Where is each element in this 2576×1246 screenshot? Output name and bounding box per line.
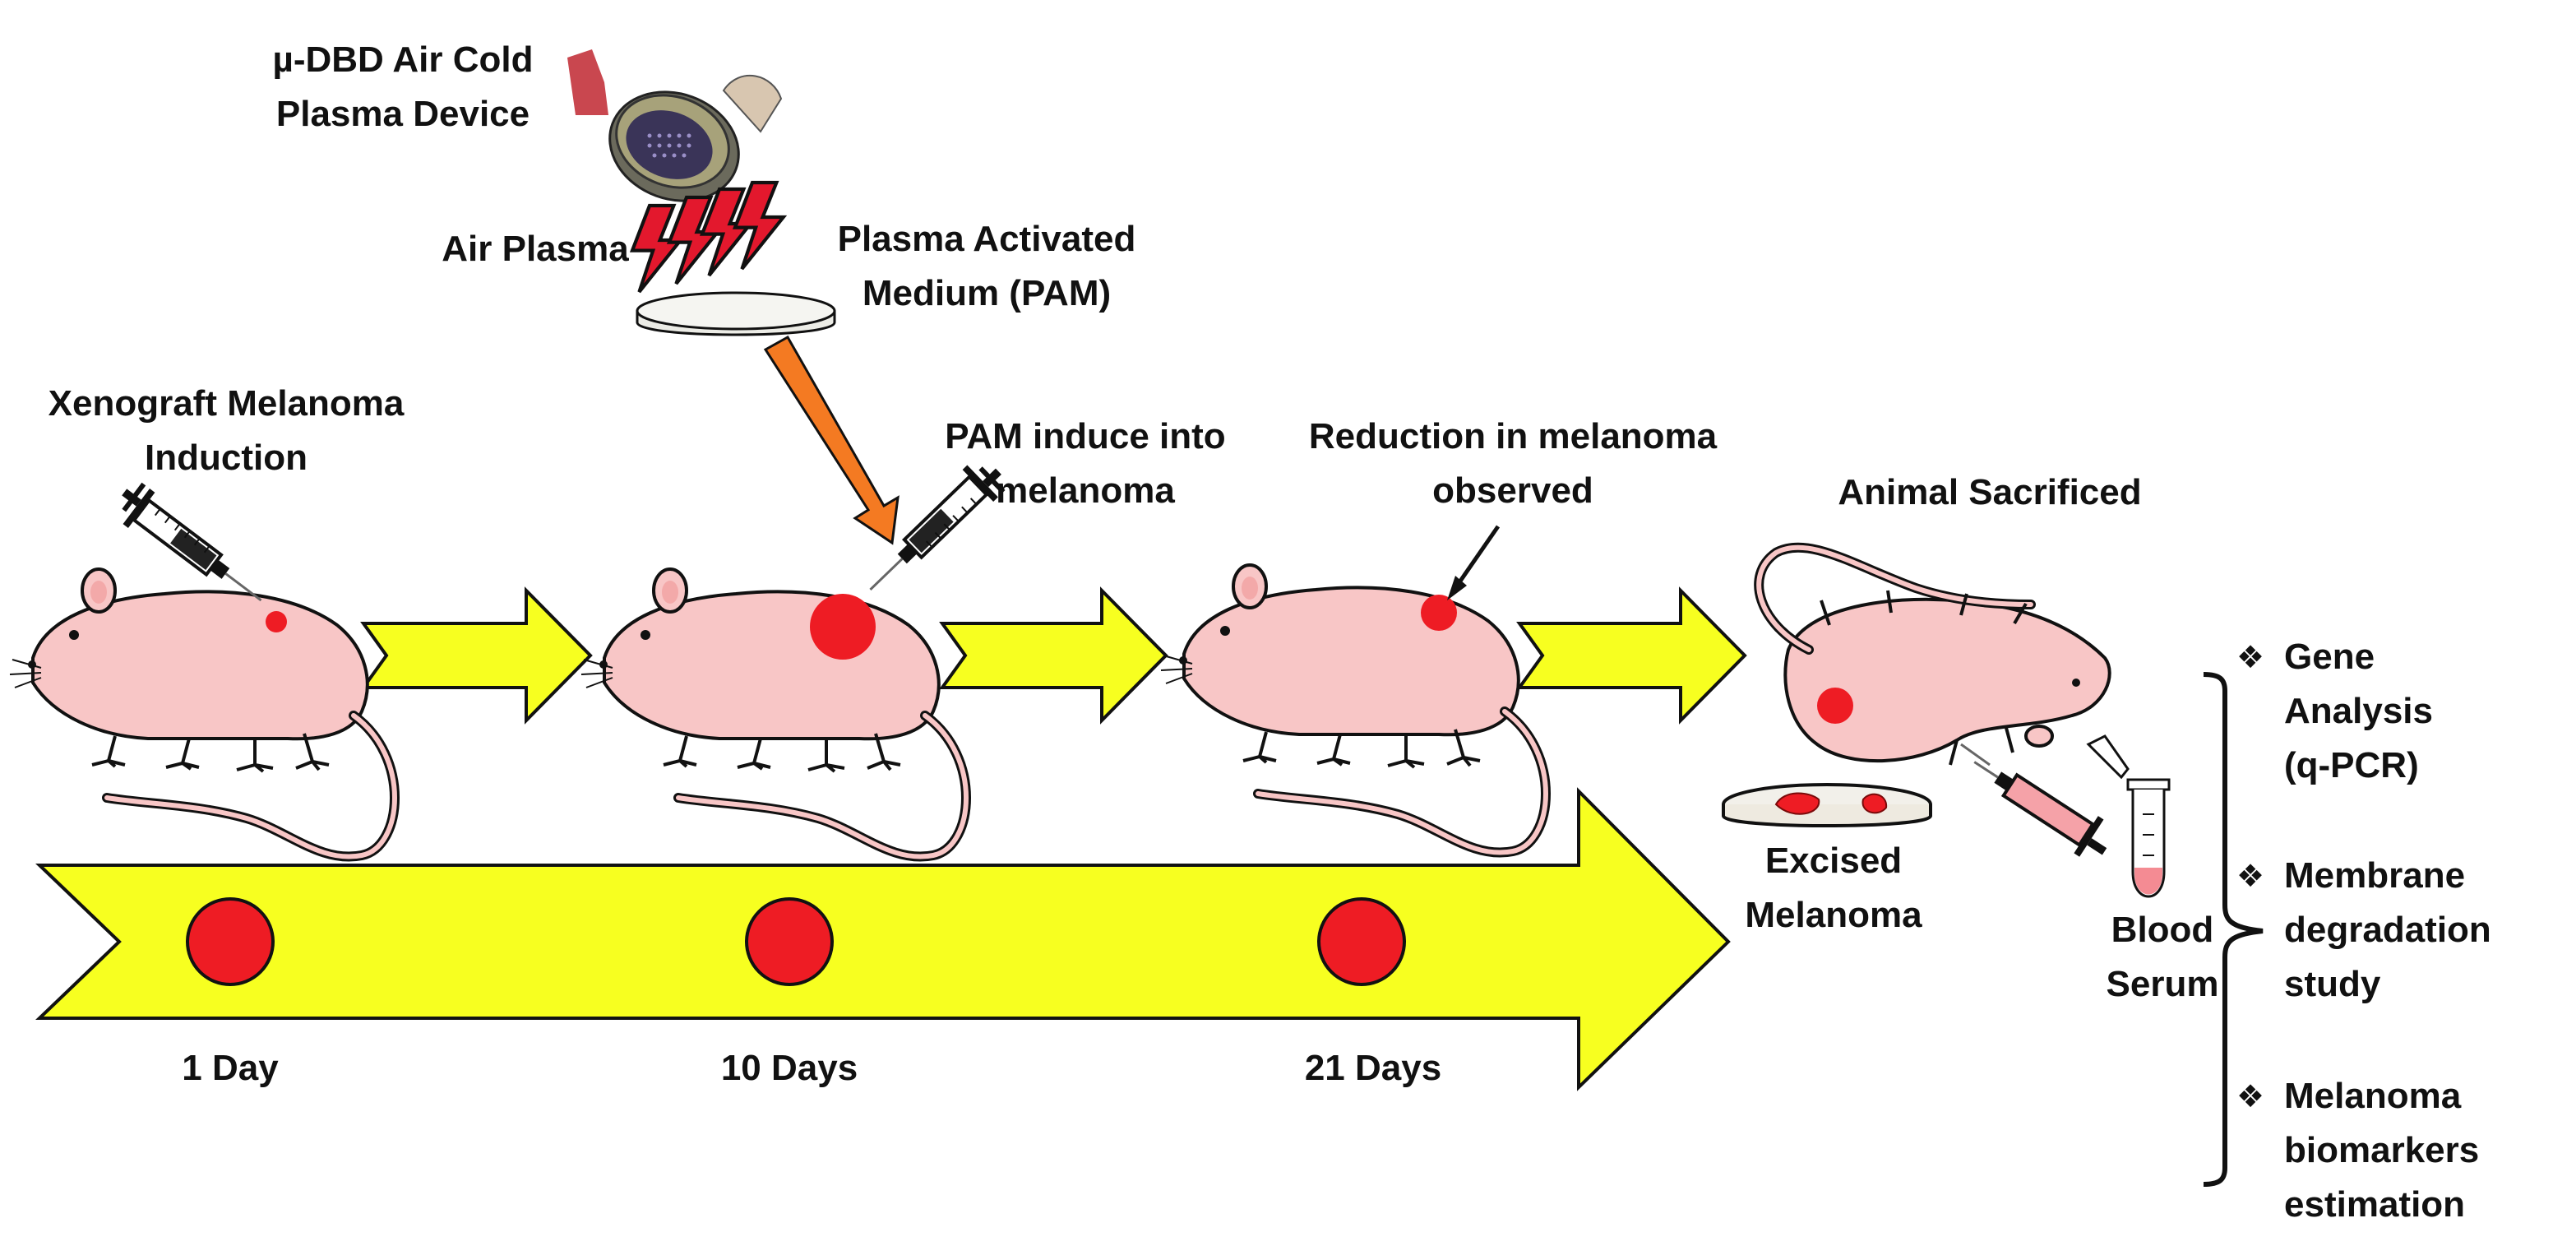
- timeline-label-2: 10 Days: [720, 1048, 858, 1088]
- step-sacrificed-label: Animal Sacrificed: [1788, 466, 2191, 520]
- analysis-gene-line-2: Analysis: [2284, 691, 2433, 731]
- device-label-line-1: µ-DBD Air Cold: [272, 39, 534, 80]
- device-label-line-2: Plasma Device: [275, 94, 530, 134]
- analysis-membrane-line-2: degradation: [2284, 910, 2491, 950]
- step-induction-line-2: Induction: [145, 438, 308, 478]
- timeline-dot-3: [1317, 897, 1406, 986]
- plasma-device-icon: [567, 49, 783, 202]
- reduction-pointer: [1451, 525, 1501, 592]
- timeline-label-3: 21 Days: [1304, 1048, 1442, 1088]
- mouse-sacrificed: [1754, 542, 2111, 766]
- step-reduction-label: Reduction in melanoma observed: [1299, 410, 1727, 518]
- excised-line-1: Excised: [1764, 841, 1903, 881]
- step-arrow-1: [360, 586, 593, 725]
- step-sacrificed-line-1: Animal Sacrificed: [1838, 472, 2142, 512]
- air-plasma-label: Air Plasma: [442, 229, 629, 269]
- analysis-item-membrane: ❖ Membrane degradation study: [2236, 849, 2491, 1012]
- tumor-excision-site: [1817, 688, 1853, 724]
- timeline-arrow: [35, 787, 1731, 1091]
- analysis-item-gene: ❖ Gene Analysis (q-PCR): [2236, 630, 2433, 793]
- pam-label-line-1: Plasma Activated: [837, 219, 1136, 259]
- mouse-3: [1161, 565, 1546, 853]
- timeline-dot-2: [745, 897, 834, 986]
- step-pam-induce-label: PAM induce into melanoma: [921, 410, 1250, 518]
- step-arrow-2: [939, 586, 1168, 725]
- mouse-2: [581, 569, 966, 857]
- excised-melanoma-dish: [1722, 783, 1932, 827]
- step-arrow-3: [1516, 586, 1747, 725]
- plasma-lightning: [632, 183, 784, 292]
- pam-label: Plasma Activated Medium (PAM): [802, 212, 1172, 321]
- blood-line-1: Blood: [2111, 910, 2214, 950]
- analysis-item-biomarkers: ❖ Melanoma biomarkers estimation: [2236, 1069, 2480, 1232]
- blood-syringe: [1973, 761, 2107, 857]
- step-induction-label: Xenograft Melanoma Induction: [12, 377, 440, 485]
- analysis-gene-line-3: (q-PCR): [2284, 745, 2419, 785]
- tumor-reduced: [1421, 595, 1457, 631]
- diamond-bullet-icon: ❖: [2236, 639, 2265, 675]
- step-reduction-line-1: Reduction in melanoma: [1308, 416, 1718, 456]
- device-label: µ-DBD Air Cold Plasma Device: [255, 33, 551, 141]
- analysis-membrane-line-1: Membrane: [2284, 855, 2466, 896]
- step-pam-induce-line-2: melanoma: [996, 470, 1175, 511]
- step-induction-line-1: Xenograft Melanoma: [48, 383, 405, 424]
- excised-melanoma-label: Excised Melanoma: [1718, 834, 1949, 943]
- pam-label-line-2: Medium (PAM): [862, 273, 1112, 313]
- excised-line-2: Melanoma: [1745, 895, 1922, 935]
- timeline-dot-1: [186, 897, 275, 986]
- diamond-bullet-icon: ❖: [2236, 858, 2265, 894]
- diamond-bullet-icon: ❖: [2236, 1078, 2265, 1114]
- analysis-biomarkers-line-3: estimation: [2284, 1184, 2466, 1225]
- analysis-gene-line-1: Gene: [2284, 637, 2375, 677]
- step-reduction-line-2: observed: [1432, 470, 1593, 511]
- results-bracket: [2203, 672, 2264, 1187]
- analysis-biomarkers-line-2: biomarkers: [2284, 1130, 2480, 1170]
- tumor-small: [266, 611, 287, 632]
- pam-dish: [636, 291, 836, 336]
- step-pam-induce-line-1: PAM induce into: [945, 416, 1226, 456]
- analysis-membrane-line-3: study: [2284, 964, 2381, 1004]
- mouse-1: [10, 569, 395, 857]
- tumor-large: [810, 594, 876, 660]
- blood-serum-tube: [2086, 734, 2171, 898]
- blood-line-2: Serum: [2106, 964, 2219, 1004]
- pam-transfer-arrow: [763, 335, 900, 545]
- analysis-biomarkers-line-1: Melanoma: [2284, 1076, 2462, 1116]
- timeline-label-1: 1 Day: [182, 1048, 279, 1088]
- blood-serum-label: Blood Serum: [2080, 903, 2245, 1012]
